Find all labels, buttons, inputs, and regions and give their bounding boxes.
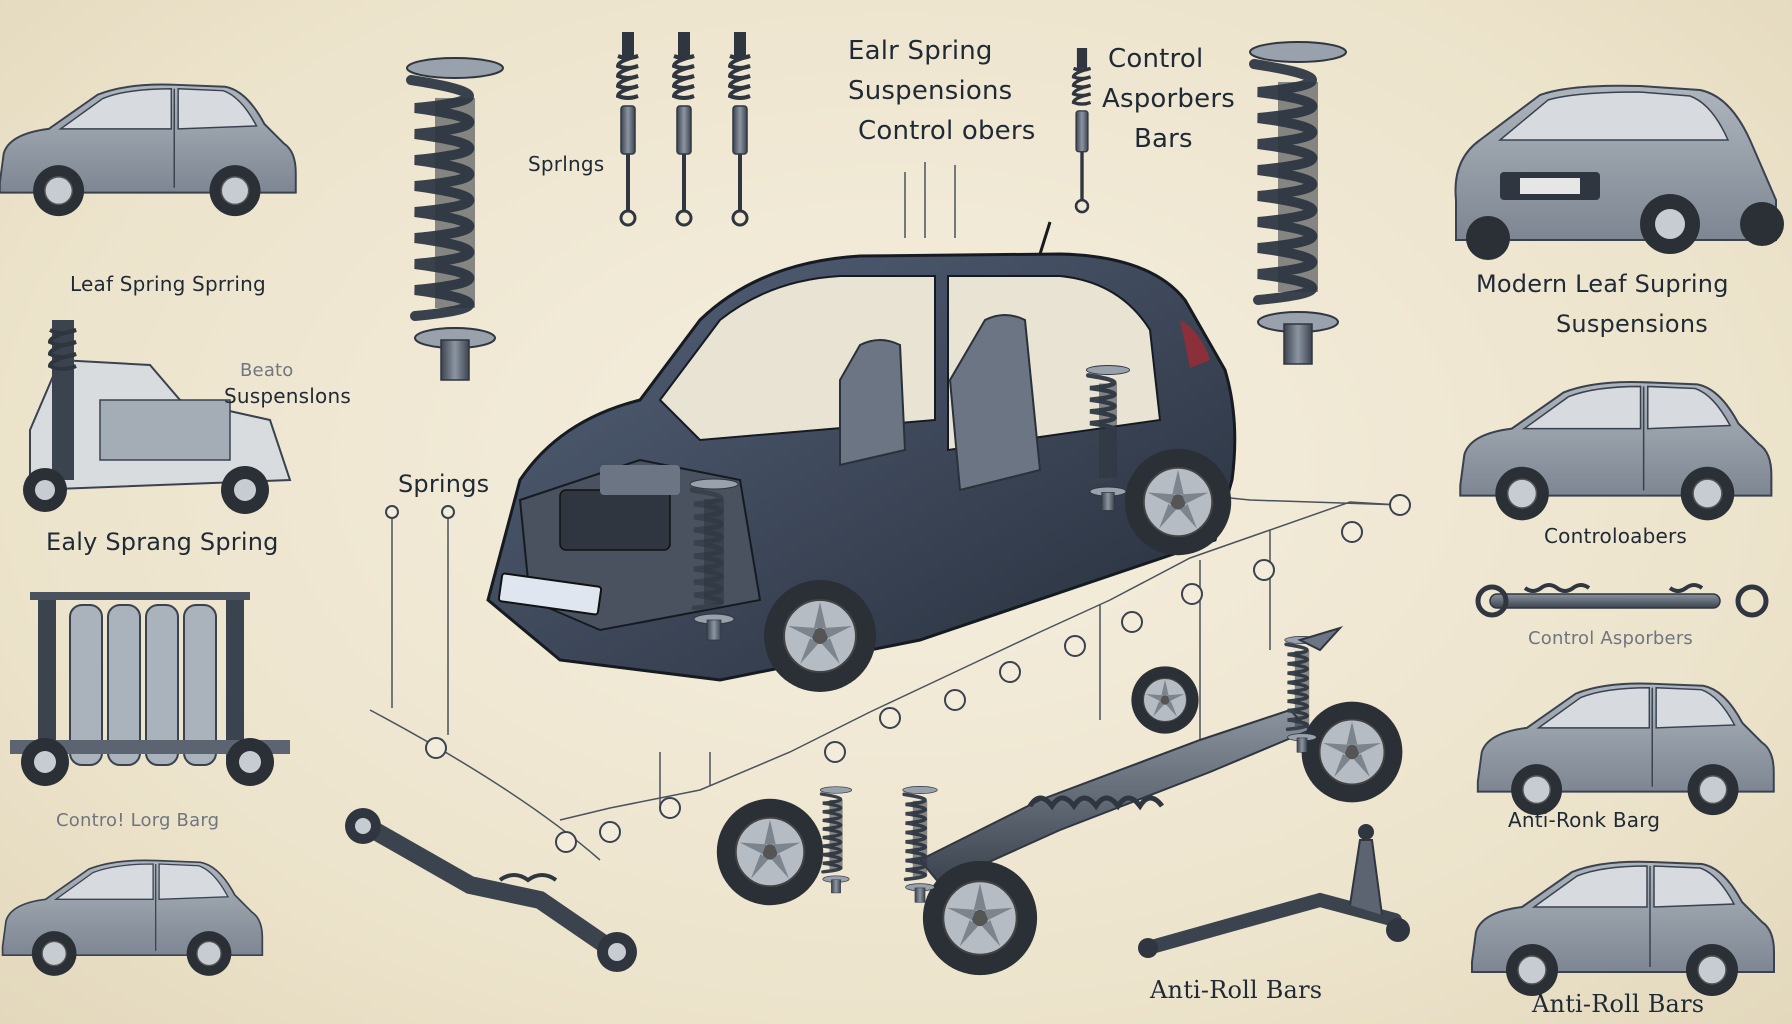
- label-control-long: Contro! Lorg Barg: [56, 810, 220, 831]
- label-springs-small: Sprlngs: [528, 152, 605, 176]
- early-chassis-illustration: [23, 320, 292, 514]
- label-beato-1: Beato: [240, 360, 294, 381]
- car-illustration-bottom-left: [1, 859, 264, 977]
- label-top-title-3: Control obers: [858, 116, 1036, 146]
- label-anti-roll-right: Anti-Roll Bars: [1532, 990, 1705, 1018]
- label-modern-1: Modern Leaf Supring: [1476, 270, 1729, 298]
- label-top-right-2: Asporbers: [1102, 84, 1235, 114]
- label-control-absorbers: Controloabers: [1544, 524, 1688, 548]
- car-illustration-right-2: [1459, 380, 1773, 522]
- coil-spring-left: [407, 58, 503, 380]
- label-beato-2: Suspenslons: [224, 384, 351, 408]
- label-springs-main: Springs: [398, 470, 490, 498]
- label-top-title-1: Ealr Spring: [848, 36, 993, 66]
- label-anti-roll-center: Anti-Roll Bars: [1150, 976, 1323, 1004]
- label-control-asporbers: Control Asporbers: [1528, 628, 1693, 649]
- label-modern-2: Suspensions: [1556, 310, 1708, 338]
- leader-nodes: [385, 494, 1411, 853]
- tank-rack-illustration: [10, 592, 290, 786]
- shock-absorber-1: [616, 30, 640, 227]
- control-arm-bottom-left: [345, 808, 637, 972]
- car-illustration-top-right: [1454, 84, 1784, 260]
- car-illustration-right-3: [1476, 682, 1775, 817]
- shock-absorber-2: [672, 30, 696, 227]
- label-top-right-1: Control: [1108, 44, 1204, 74]
- coil-spring-right: [1250, 42, 1346, 364]
- shock-absorber-3: [728, 30, 752, 227]
- anti-roll-bar-illustration: [1138, 824, 1410, 958]
- rear-axle-assembly: [715, 626, 1404, 977]
- label-top-right-3: Bars: [1134, 124, 1193, 154]
- shock-absorber-4: [1071, 46, 1093, 214]
- label-early-sprang: Ealy Sprang Spring: [46, 528, 279, 556]
- car-illustration-bottom-right: [1471, 860, 1775, 997]
- control-arm-illustration-right: [1475, 583, 1769, 618]
- label-anti-ronk: Anti-Ronk Barg: [1508, 808, 1661, 832]
- label-top-title-2: Suspensions: [848, 76, 1013, 106]
- car-illustration-top-left: [0, 83, 297, 218]
- central-car-cutaway: [486, 221, 1237, 693]
- label-leaf-spring: Leaf Spring Sprring: [70, 272, 266, 296]
